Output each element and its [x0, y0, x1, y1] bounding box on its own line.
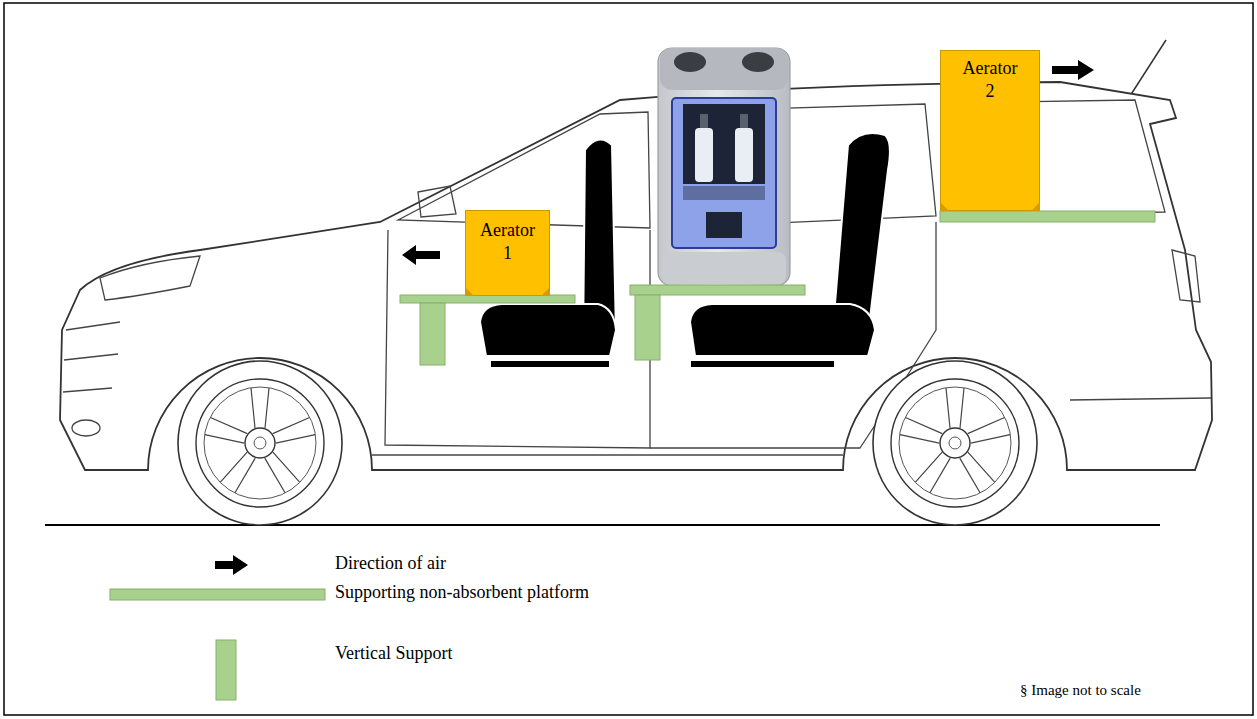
headlight — [100, 256, 200, 300]
device-badge — [706, 212, 742, 238]
legend-entry: Direction of air — [335, 553, 446, 574]
corner-tab — [1031, 202, 1040, 211]
aerator-box: Aerator 2 — [940, 50, 1040, 211]
ground-line — [45, 524, 1160, 526]
platform — [400, 295, 575, 303]
legend-sample — [110, 589, 325, 600]
legend-sample — [216, 640, 236, 700]
air-arrow — [402, 245, 440, 265]
front-wheel — [178, 361, 342, 525]
corner-tab — [940, 202, 949, 211]
box-corner-tabs — [465, 287, 550, 296]
legend-text: Supporting non-absorbent platform — [335, 582, 589, 602]
corner-tab — [541, 287, 550, 296]
bottle-neck — [740, 114, 748, 130]
sill-line — [372, 454, 843, 455]
antenna — [1130, 40, 1166, 96]
aerator-box: Aerator 1 — [465, 210, 550, 296]
device-port — [674, 52, 706, 72]
side-mirror — [418, 186, 456, 217]
legend-text: Direction of air — [335, 553, 446, 573]
platform — [630, 285, 805, 295]
figure-frame — [4, 3, 1253, 715]
legend-swatch — [216, 640, 236, 700]
device-body — [658, 48, 790, 286]
note-entry: § Image not to scale — [1020, 681, 1141, 699]
rear-wheel — [873, 361, 1037, 525]
legend-sample — [215, 555, 248, 575]
bottle — [735, 128, 753, 182]
device-recess — [683, 104, 765, 184]
legend-swatch — [110, 589, 325, 600]
fog-light — [72, 420, 100, 436]
device-cap — [660, 48, 788, 90]
tail-light — [1172, 250, 1200, 302]
rear-seat-cushion — [690, 304, 875, 356]
legend-arrow — [215, 555, 248, 575]
device-shelf — [683, 186, 765, 200]
rear-seat-base — [690, 360, 835, 368]
sampling-device — [658, 48, 790, 286]
bottle-neck — [700, 114, 708, 130]
legend-entry: Vertical Support — [335, 643, 452, 664]
legend-entry: Supporting non-absorbent platform — [335, 582, 589, 603]
grille-lines — [63, 322, 120, 392]
bumper-line — [1070, 398, 1211, 400]
front-seat-base — [490, 360, 610, 368]
corner-tab — [465, 287, 474, 296]
front-seat-cushion — [480, 304, 616, 356]
platforms — [400, 211, 1155, 365]
bottle — [695, 128, 713, 182]
scale-note: § Image not to scale — [1020, 682, 1141, 698]
aerator-label: Aerator 1 — [476, 219, 540, 266]
device-foot — [662, 252, 786, 284]
device-panel — [672, 98, 776, 248]
aerator-label: Aerator 2 — [958, 57, 1022, 104]
vertical-support — [635, 295, 660, 360]
box-corner-tabs — [940, 202, 1040, 211]
air-arrow — [1052, 60, 1094, 80]
platform — [940, 211, 1155, 222]
legend-text: Vertical Support — [335, 643, 452, 663]
vertical-support — [420, 303, 445, 365]
device-port — [742, 52, 774, 72]
